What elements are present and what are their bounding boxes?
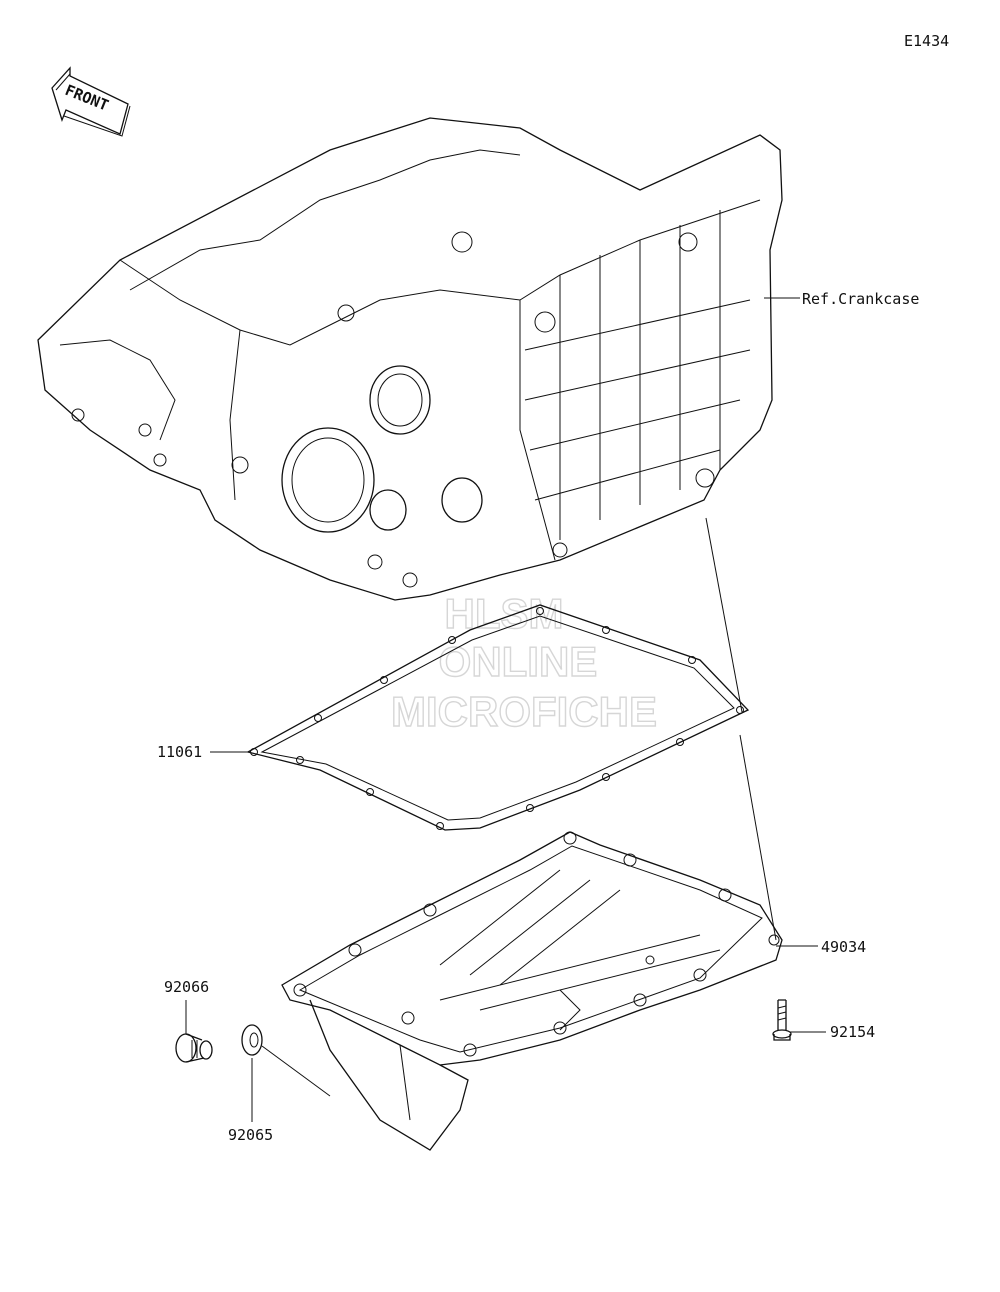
diagram-code: E1434 [904,32,949,50]
gasket-part-number: 11061 [157,743,202,761]
washer-part-number: 92065 [228,1126,273,1144]
oil-pan-gasket-drawing [246,604,750,831]
front-arrow-label: FRONT [63,81,112,115]
drain-plug-part-number: 92066 [164,978,209,996]
bolt-drawing [772,999,792,1041]
drain-plug-drawing [175,1033,213,1063]
oil-pan-drawing [281,831,783,1151]
watermark-line-2: ONLINE [439,638,598,685]
washer-drawing [241,1024,263,1056]
bolt-part-number: 92154 [830,1023,875,1041]
watermark-line-3: MICROFICHE [391,688,657,735]
oil-pan-part-number: 49034 [821,938,866,956]
crankcase-drawing [37,117,783,601]
leader-lines [185,297,826,1122]
watermark-line-1: HLSM [445,590,564,637]
watermark: HLSM ONLINE MICROFICHE [390,589,657,735]
ref-crankcase-label: Ref.Crankcase [802,290,919,308]
front-arrow-icon: FRONT [51,66,131,137]
